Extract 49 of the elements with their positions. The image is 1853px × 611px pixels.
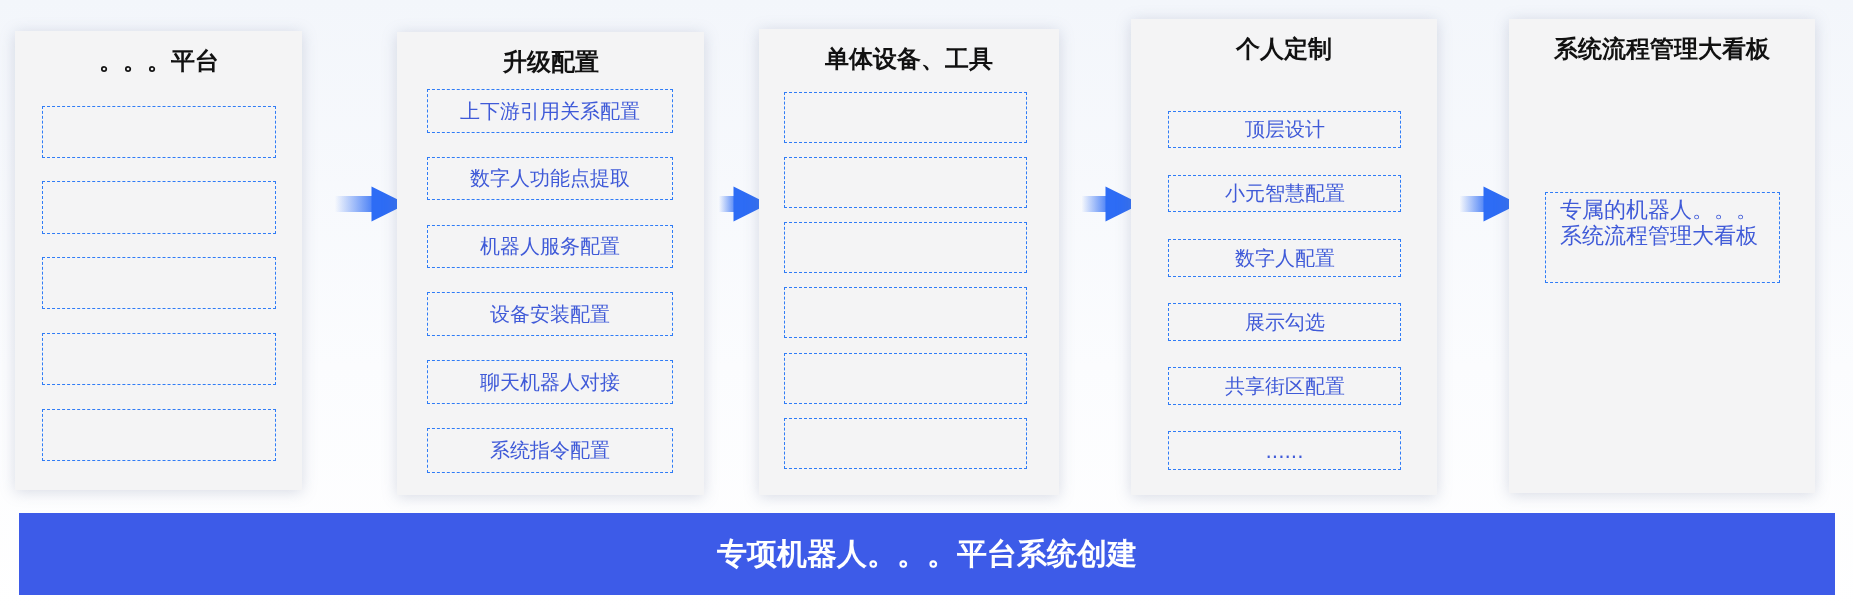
item-label: 共享街区配置 <box>1224 372 1345 400</box>
item-box <box>427 360 673 404</box>
item-label: 机器人服务配置 <box>480 233 620 260</box>
empty-box <box>42 409 276 461</box>
item-box <box>1168 367 1401 405</box>
item-label: ...... <box>1265 438 1304 463</box>
stage-panel <box>1131 19 1437 495</box>
empty-box <box>784 222 1027 273</box>
item-box <box>1168 303 1401 341</box>
empty-box <box>42 257 276 309</box>
panel-title: 个人定制 <box>1234 34 1333 65</box>
item-label: 数字人功能点提取 <box>470 165 630 192</box>
item-label: 数字人配置 <box>1234 244 1335 272</box>
empty-box <box>42 181 276 234</box>
item-label: 系统指令配置 <box>490 437 610 464</box>
item-label: 专属的机器人。。。系统流程管理大看板 <box>1560 197 1759 250</box>
item-label: 顶层设计 <box>1244 116 1325 143</box>
empty-box <box>784 353 1027 404</box>
item-label: 聊天机器人对接 <box>480 368 620 396</box>
item-box <box>1168 431 1401 470</box>
empty-box <box>42 333 276 385</box>
item-label: 设备安装配置 <box>490 300 610 328</box>
panel-title: 升级配置 <box>501 47 600 78</box>
empty-box <box>784 92 1027 143</box>
item-box <box>1168 239 1401 277</box>
panel-title: 系统流程管理大看板 <box>1553 34 1771 65</box>
item-box <box>427 292 673 336</box>
banner-bar <box>19 513 1835 595</box>
item-box <box>427 89 673 133</box>
stage-panel <box>1509 19 1815 493</box>
item-label: 小元智慧配置 <box>1224 180 1345 207</box>
empty-box <box>42 106 276 158</box>
item-box <box>427 225 673 268</box>
panel-title: 单体设备、工具 <box>824 44 994 75</box>
empty-box <box>784 157 1027 208</box>
item-box <box>427 157 673 200</box>
item-box <box>1545 192 1780 283</box>
panel-title: 。。。平台 <box>97 46 220 77</box>
empty-box <box>784 418 1027 469</box>
item-label: 上下游引用关系配置 <box>460 97 640 125</box>
empty-box <box>784 287 1027 338</box>
item-label: 展示勾选 <box>1244 308 1325 336</box>
stage-panel <box>759 29 1059 495</box>
stage-panel <box>397 32 704 495</box>
banner-text: 专项机器人。。。平台系统创建 <box>717 534 1137 573</box>
item-box <box>1168 175 1401 212</box>
item-box <box>1168 111 1401 148</box>
item-box <box>427 428 673 473</box>
stage-panel <box>15 31 302 490</box>
